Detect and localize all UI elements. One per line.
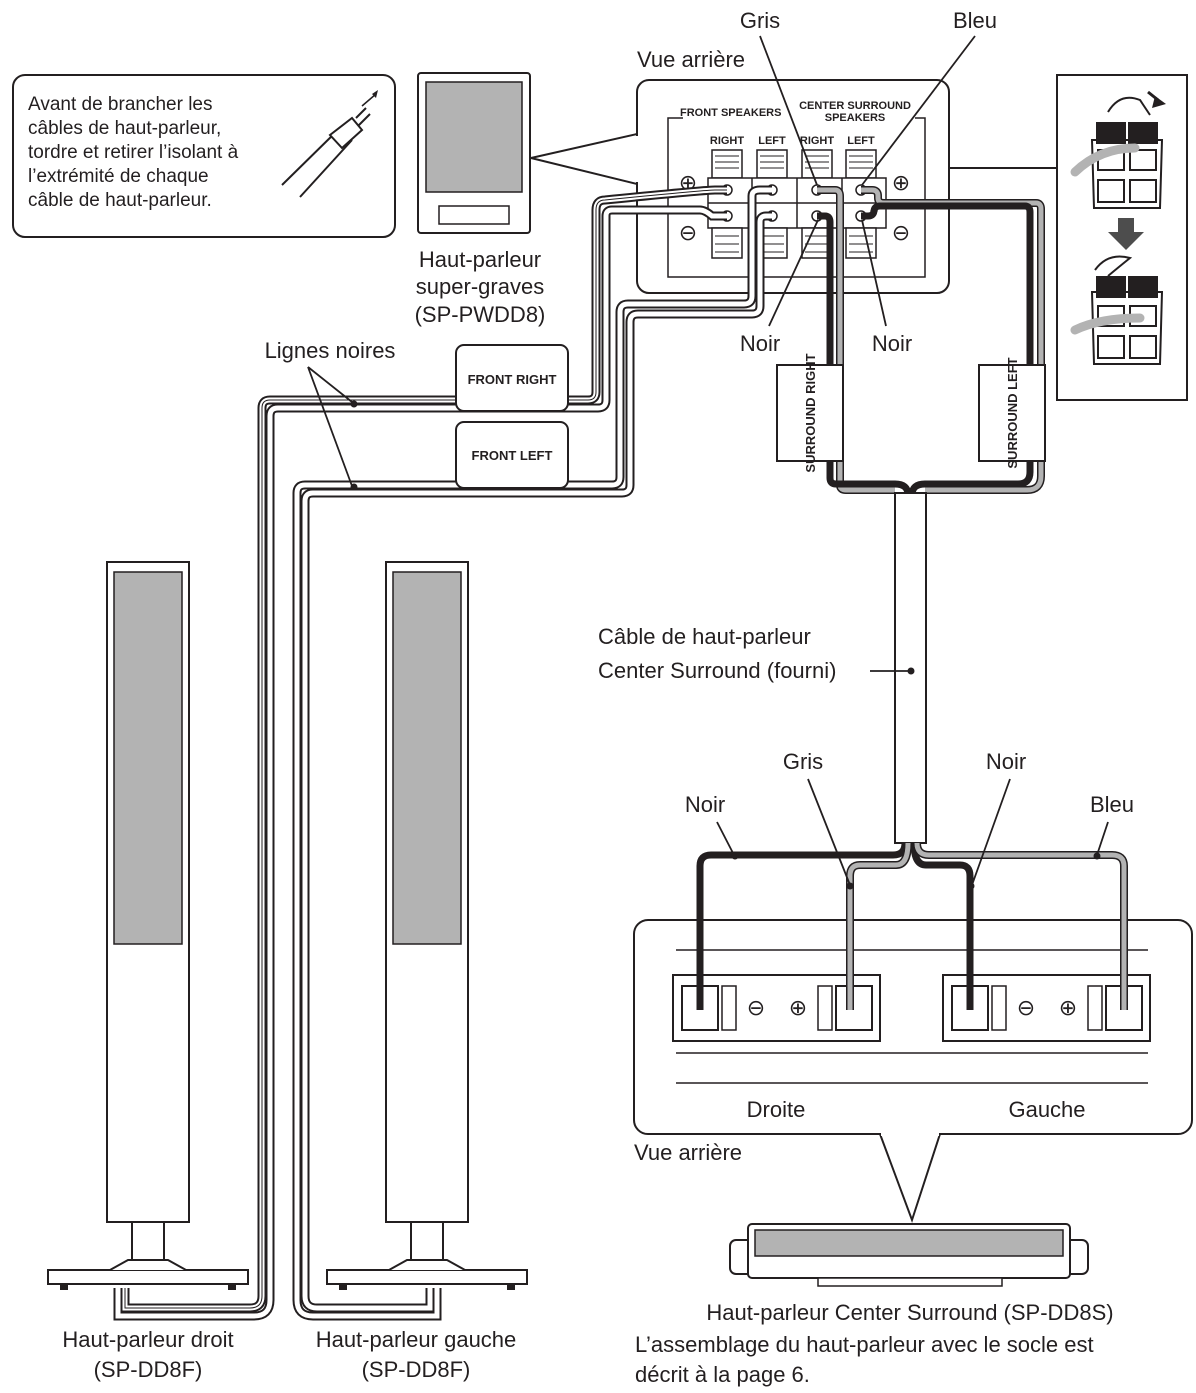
spring-clip-inset <box>949 74 1188 401</box>
minus-symbol-droite: ⊖ <box>747 996 765 1021</box>
black-wire-label-bottom-right: Noir <box>986 749 1026 774</box>
surround-cable <box>817 186 1045 844</box>
surround-left-tag: SURROUND LEFT <box>978 357 1046 469</box>
cable-dot <box>907 667 915 675</box>
down-arrow-icon <box>1108 218 1144 250</box>
rear-view-label-bottom: Vue arrière <box>634 1140 742 1165</box>
black-dot-bottom-left <box>731 852 739 860</box>
left-speaker-model: (SP-DD8F) <box>362 1357 471 1382</box>
front-right-wire <box>113 185 727 1321</box>
grey-leader-bottom <box>807 778 851 886</box>
note-line-2: câbles de haut-parleur, <box>28 118 221 139</box>
subwoofer: Haut-parleur super-graves (SP-PWDD8) <box>415 72 546 327</box>
grey-dot-bottom <box>846 882 854 890</box>
front-right-terminal-label: RIGHT <box>710 135 745 147</box>
rear-view-label-top: Vue arrière <box>637 47 745 72</box>
black-lines-label: Lignes noires <box>265 338 396 363</box>
front-speakers-label: FRONT SPEAKERS <box>680 107 781 119</box>
left-speaker-label: Haut-parleur gauche <box>316 1327 517 1352</box>
black-lines-leader-1 <box>307 366 353 403</box>
front-right-tag: FRONT RIGHT <box>455 344 569 412</box>
center-surround-label-2: SPEAKERS <box>825 112 886 124</box>
blue-leader-top <box>861 35 976 186</box>
center-surround-label-1: CENTER SURROUND <box>799 100 911 112</box>
right-speaker-label: Haut-parleur droit <box>62 1327 233 1352</box>
cable-label-2: Center Surround (fourni) <box>598 658 836 683</box>
plus-symbol-gauche: ⊕ <box>1059 996 1077 1021</box>
minus-symbol-left: ⊖ <box>679 221 697 246</box>
note-line-1: Avant de brancher les <box>28 94 213 115</box>
assembly-note-1: L’assemblage du haut-parleur avec le soc… <box>635 1332 1094 1357</box>
twisted-wire-illustration <box>281 90 378 198</box>
gauche-label: Gauche <box>1008 1097 1085 1122</box>
terminal-block <box>707 149 887 259</box>
right-speaker-model: (SP-DD8F) <box>94 1357 203 1382</box>
left-tower-speaker: Haut-parleur gauche (SP-DD8F) <box>316 561 528 1382</box>
black-lines-dot-2 <box>350 483 358 491</box>
black-leader-bottom-right <box>971 778 1011 886</box>
blue-dot-bottom <box>1093 852 1101 860</box>
front-right-tag-text: FRONT RIGHT <box>468 372 557 387</box>
surround-right-terminal-label: RIGHT <box>800 135 835 147</box>
black-wire-label-left: Noir <box>740 331 780 356</box>
black-lines-leader-2 <box>307 366 353 487</box>
blue-wire-label-bottom: Bleu <box>1090 792 1134 817</box>
note-line-3: tordre et retirer l’isolant à <box>28 142 239 163</box>
center-rear-panel: ⊖ ⊕ ⊖ ⊕ Droite Gauche Vue arrière <box>633 919 1193 1224</box>
note-line-4: l’extrémité de chaque <box>28 166 209 187</box>
droite-label: Droite <box>747 1097 806 1122</box>
front-left-tag: FRONT LEFT <box>455 421 569 489</box>
black-leader-left <box>768 219 819 327</box>
minus-symbol-right: ⊖ <box>892 221 910 246</box>
subwoofer-label-1: Haut-parleur <box>419 247 541 272</box>
clip-step-2 <box>1070 255 1164 365</box>
subwoofer-label-2: super-graves <box>416 274 544 299</box>
front-left-wire <box>292 185 772 1321</box>
center-surround-speaker: Haut-parleur Center Surround (SP-DD8S) L… <box>635 1223 1114 1387</box>
black-wire-label-right: Noir <box>872 331 912 356</box>
center-bottom-wires <box>696 842 1128 1010</box>
minus-symbol-gauche: ⊖ <box>1017 996 1035 1021</box>
black-leader-bottom-left <box>716 821 735 856</box>
front-left-tag-text: FRONT LEFT <box>472 448 553 463</box>
note-callout: Avant de brancher les câbles de haut-par… <box>12 74 396 238</box>
assembly-note-2: décrit à la page 6. <box>635 1362 810 1387</box>
plus-symbol-right: ⊕ <box>892 171 910 196</box>
grey-leader-top <box>759 35 818 186</box>
blue-wire-label-top: Bleu <box>953 8 997 33</box>
clip-step-1 <box>1070 90 1166 209</box>
rear-panel-callout: Vue arrière FRONT SPEAKERS CENTER SURROU… <box>530 47 950 294</box>
plus-symbol-droite: ⊕ <box>789 996 807 1021</box>
center-speaker-name: Haut-parleur Center Surround (SP-DD8S) <box>706 1300 1113 1325</box>
black-lines-dot-1 <box>350 400 358 408</box>
surround-left-tag-text: SURROUND LEFT <box>1005 357 1020 468</box>
black-dot-bottom-right <box>967 882 975 890</box>
front-left-terminal-label: LEFT <box>758 135 786 147</box>
surround-left-terminal-label: LEFT <box>847 135 875 147</box>
grey-wire-label-top: Gris <box>740 8 780 33</box>
note-line-5: câble de haut-parleur. <box>28 190 212 211</box>
surround-right-tag-text: SURROUND RIGHT <box>803 353 818 472</box>
cable-label-1: Câble de haut-parleur <box>598 624 811 649</box>
subwoofer-model-label: (SP-PWDD8) <box>415 302 546 327</box>
black-leader-right <box>861 219 887 327</box>
right-tower-speaker: Haut-parleur droit (SP-DD8F) <box>47 561 249 1382</box>
surround-right-tag: SURROUND RIGHT <box>776 353 844 473</box>
black-wire-label-bottom-left: Noir <box>685 792 725 817</box>
blue-leader-bottom <box>1096 821 1109 856</box>
grey-wire-label-bottom: Gris <box>783 749 823 774</box>
